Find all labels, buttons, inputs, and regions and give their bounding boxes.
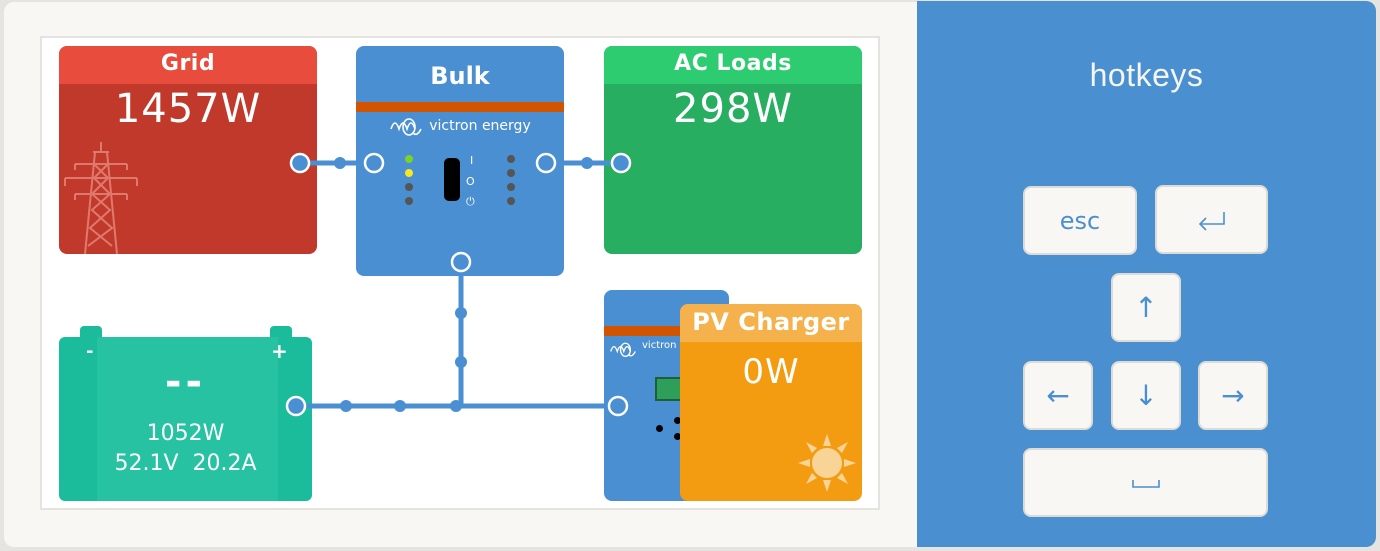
pv-charger-power: 0W xyxy=(742,352,800,392)
hotkeys-title: hotkeys xyxy=(1089,57,1204,93)
battery-plus-label: + xyxy=(271,339,288,363)
led-temperature xyxy=(507,197,515,205)
mppt-stripe xyxy=(604,326,729,336)
mppt-button xyxy=(674,433,681,440)
grid-title: Grid xyxy=(59,46,317,84)
battery-tile[interactable]: - + -- 1052W 52.1V 20.2A xyxy=(59,337,312,501)
switch-power-icon: ⏻ xyxy=(466,195,475,208)
battery-vi: 52.1V 20.2A xyxy=(59,451,312,476)
sun-icon xyxy=(798,434,856,492)
grid-power: 1457W xyxy=(114,86,262,132)
right-arrow-key[interactable]: → xyxy=(1198,361,1268,430)
battery-terminal-minus xyxy=(80,326,102,338)
battery-terminal-plus xyxy=(270,326,292,338)
enter-icon xyxy=(1198,211,1225,231)
switch-on-label: I xyxy=(470,154,474,167)
led-bulk xyxy=(405,197,413,205)
ac-loads-power: 298W xyxy=(673,86,793,132)
inverter-brand: victron energy xyxy=(356,112,564,140)
led-absorption xyxy=(405,169,413,177)
mppt-brand: victron xyxy=(642,340,677,351)
inverter-state: Bulk xyxy=(430,62,490,90)
led-mains-on xyxy=(405,155,413,163)
inverter-tile[interactable]: Bulk victron energy xyxy=(356,46,564,276)
led-inverter-on xyxy=(507,155,515,163)
switch-off-label: O xyxy=(466,175,475,188)
battery-voltage: 52.1V xyxy=(114,451,179,476)
space-key[interactable] xyxy=(1023,448,1268,517)
led-low-battery xyxy=(507,183,515,191)
led-overload xyxy=(507,169,515,177)
battery-center xyxy=(97,337,278,501)
battery-soc: -- xyxy=(164,359,207,405)
esc-key[interactable]: esc xyxy=(1023,186,1137,255)
left-arrow-key[interactable]: ← xyxy=(1023,361,1093,430)
mppt-button xyxy=(656,425,663,432)
power-pylon-icon xyxy=(64,142,138,254)
ac-loads-tile[interactable]: AC Loads 298W xyxy=(604,46,862,254)
battery-minus-label: - xyxy=(86,341,94,362)
ac-loads-title: AC Loads xyxy=(604,46,862,84)
inverter-stripe xyxy=(356,102,564,112)
space-icon xyxy=(1131,479,1160,488)
led-float xyxy=(405,183,413,191)
down-arrow-key[interactable]: ↓ xyxy=(1111,361,1181,430)
inverter-brand-text: victron energy xyxy=(429,118,531,134)
inverter-switch[interactable] xyxy=(444,158,460,201)
victron-logo-icon xyxy=(610,342,636,358)
victron-logo-icon xyxy=(390,118,422,136)
enter-key[interactable] xyxy=(1155,185,1268,254)
grid-tile[interactable]: Grid 1457W xyxy=(59,46,317,254)
battery-power: 1052W xyxy=(146,421,225,446)
up-arrow-key[interactable]: ↑ xyxy=(1111,273,1181,342)
mppt-button xyxy=(674,417,681,424)
battery-current: 20.2A xyxy=(192,451,257,476)
pv-charger-tile[interactable]: PV Charger 0W xyxy=(680,304,862,501)
pv-charger-title: PV Charger xyxy=(680,304,862,342)
